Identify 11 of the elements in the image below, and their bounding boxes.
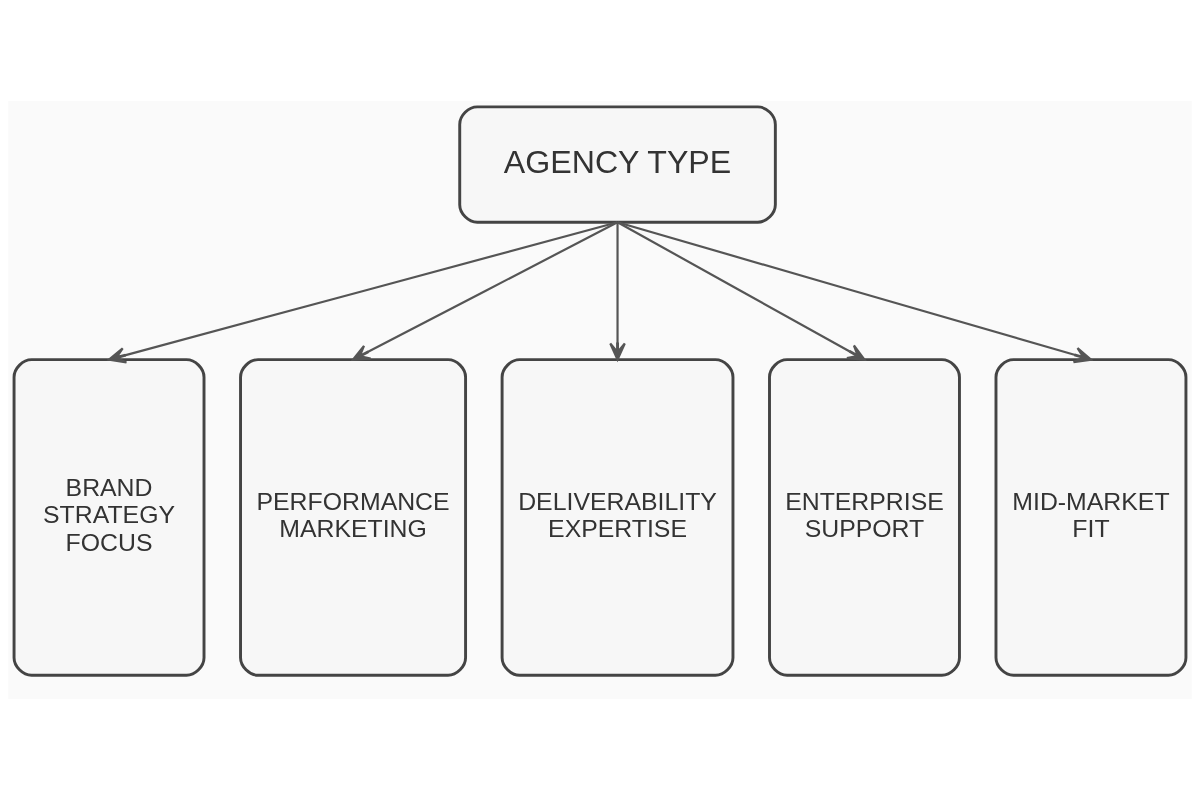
arrow xyxy=(617,221,866,361)
node-box: MID-MARKET FIT xyxy=(994,358,1188,677)
node-box: DELIVERABILITY EXPERTISE xyxy=(500,358,735,677)
node-box: BRAND STRATEGY FOCUS xyxy=(12,358,206,677)
arrow xyxy=(609,222,626,361)
node-box: ENTERPRISE SUPPORT xyxy=(768,358,961,677)
node-box: PERFORMANCE MARKETING xyxy=(239,358,468,677)
node-box: AGENCY TYPE xyxy=(458,105,777,224)
arrow xyxy=(617,221,1093,364)
arrow xyxy=(107,221,618,364)
arrow xyxy=(351,221,619,361)
